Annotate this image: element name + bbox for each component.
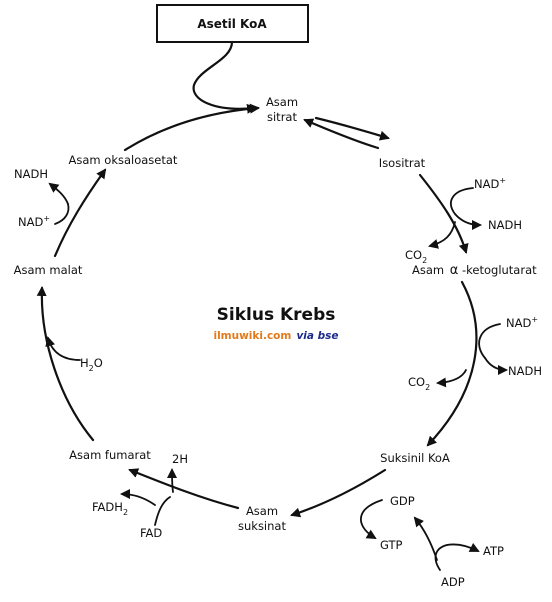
arrow-isositrat-to-sitrat bbox=[303, 118, 380, 150]
arrow-to-atp bbox=[446, 542, 480, 552]
arrow-nad1-in bbox=[450, 187, 474, 215]
arrow-ketoglutarat-to-suksinil bbox=[426, 280, 478, 447]
asam-fumarat-label: Asam fumarat bbox=[69, 448, 151, 462]
arrow-nad2-in bbox=[478, 323, 501, 359]
alpha-symbol: α bbox=[450, 263, 459, 278]
nadh-label-3: NADH bbox=[14, 167, 48, 181]
nad-plus-label-1: NAD+ bbox=[474, 176, 506, 191]
arrow-co2-2-out bbox=[436, 369, 467, 388]
fadh2-label: FADH2 bbox=[92, 500, 128, 517]
nad-plus-label-3: NAD+ bbox=[18, 214, 50, 229]
asetil-koa-box bbox=[156, 4, 309, 43]
nadh-label-1: NADH bbox=[488, 218, 522, 232]
arrow-gtp-to-gdp-regen bbox=[413, 516, 438, 561]
asam-malat-label: Asam malat bbox=[14, 263, 83, 277]
suksinil-koa-label: Suksinil KoA bbox=[380, 451, 450, 465]
arrow-adp-in bbox=[434, 544, 448, 571]
asam-suksinat-label-2: suksinat bbox=[238, 519, 286, 533]
two-h-label: 2H bbox=[172, 452, 188, 466]
atp-label: ATP bbox=[483, 544, 504, 558]
asetil-koa-label: Asetil KoA bbox=[197, 17, 267, 31]
asam-oksaloasetat-label: Asam oksaloasetat bbox=[69, 153, 178, 167]
arrow-nadh2-out bbox=[484, 357, 508, 375]
isositrat-label: Isositrat bbox=[379, 156, 426, 170]
arrow-to-nadh3 bbox=[48, 182, 69, 205]
gtp-label: GTP bbox=[380, 538, 403, 552]
gdp-label: GDP bbox=[390, 494, 415, 508]
co2-label-1: CO2 bbox=[405, 248, 427, 265]
nadh-label-2: NADH bbox=[508, 364, 542, 378]
fad-label: FAD bbox=[140, 526, 162, 540]
arrow-sitrat-to-isositrat bbox=[314, 116, 390, 141]
source-credit: ilmuwiki.com via bse bbox=[213, 324, 338, 343]
arrow-co2-1-out bbox=[428, 221, 456, 249]
arrow-gdp-to-gtp bbox=[360, 499, 383, 540]
arrow-suksinil-to-suksinat bbox=[290, 468, 387, 518]
asam-suksinat-label: Asam bbox=[246, 504, 278, 518]
arrow-nad3-in bbox=[54, 203, 70, 225]
arrow-fumarat-to-malat bbox=[36, 286, 95, 442]
ketoglutarat-label: Asam α -ketoglutarat bbox=[412, 263, 537, 278]
arrow-fad-in bbox=[154, 496, 171, 526]
asam-sitrat-label: Asam bbox=[266, 95, 298, 109]
h2o-label: H2O bbox=[80, 356, 103, 373]
source-via: via bse bbox=[296, 330, 338, 342]
arrow-suksinat-to-fumarat bbox=[128, 468, 240, 510]
arrow-oksaloasetat-to-sitrat bbox=[123, 103, 260, 152]
nad-plus-label-2: NAD+ bbox=[506, 315, 538, 330]
diagram-title: Siklus Krebs bbox=[217, 305, 336, 325]
arrow-to-fadh2 bbox=[120, 489, 156, 506]
adp-label: ADP bbox=[441, 575, 465, 589]
arrow-h2o-in bbox=[45, 336, 81, 361]
asam-sitrat-label-2: sitrat bbox=[267, 110, 297, 124]
source-site: ilmuwiki.com bbox=[213, 330, 291, 342]
co2-label-2: CO2 bbox=[408, 375, 430, 392]
arrow-asetil-to-sitrat bbox=[192, 40, 257, 114]
arrow-malat-to-oksaloasetat bbox=[53, 168, 107, 258]
arrow-isositrat-to-ketoglutarat bbox=[418, 173, 469, 254]
arrow-nadh1-out bbox=[454, 213, 482, 230]
arrow-to-2h bbox=[167, 468, 178, 493]
